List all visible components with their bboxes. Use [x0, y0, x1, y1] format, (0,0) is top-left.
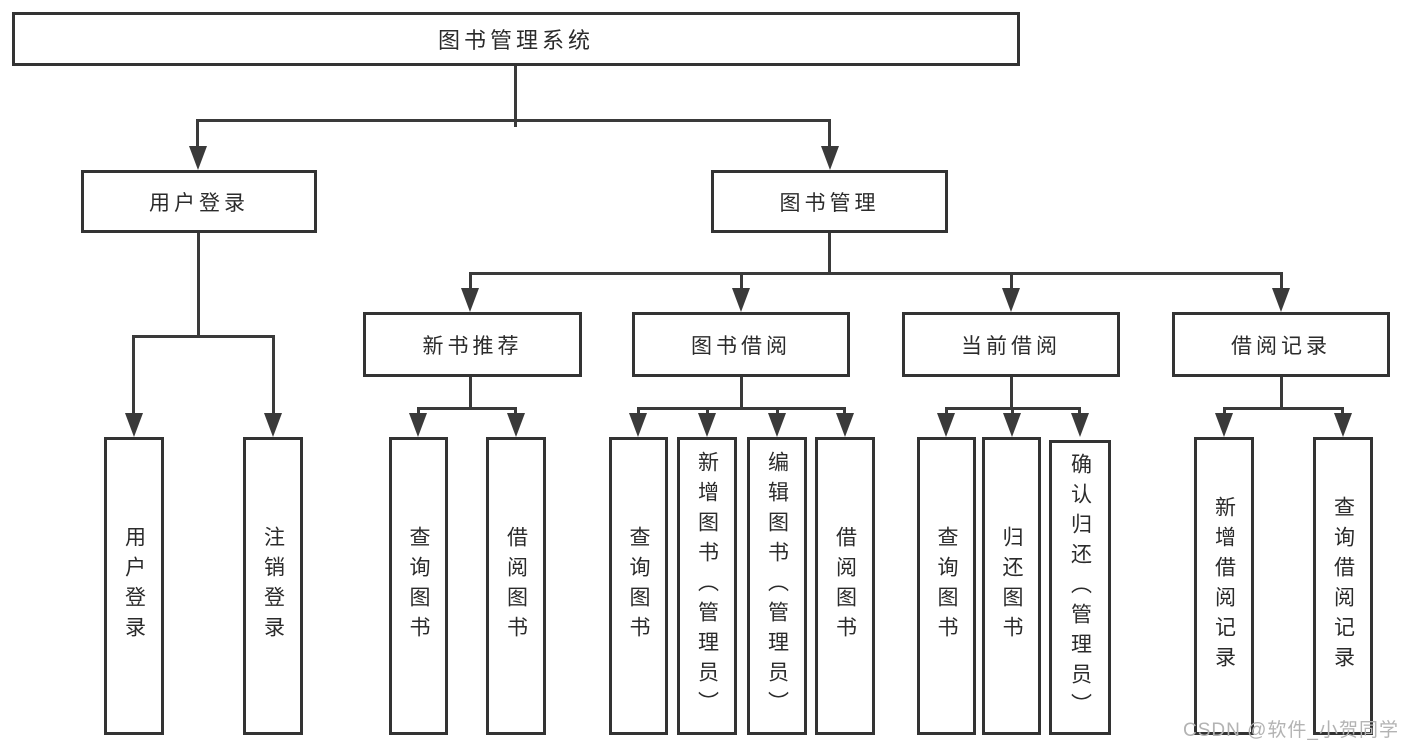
node-label: 注销登录 — [261, 526, 285, 646]
node-borrow-records: 借阅记录 — [1172, 312, 1390, 377]
line-segment — [706, 407, 709, 415]
node-user-login: 用户登录 — [81, 170, 317, 233]
line-segment — [1341, 407, 1344, 415]
line-segment — [1078, 407, 1081, 415]
line-segment — [272, 335, 275, 415]
node-leaf-edit-book-admin: 编辑图书（管理员） — [747, 437, 807, 735]
node-leaf-query-borrow-record: 查询借阅记录 — [1313, 437, 1373, 735]
arrowhead-icon — [409, 413, 427, 437]
node-leaf-borrow-book-1: 借阅图书 — [486, 437, 546, 735]
node-label: 借阅图书 — [833, 526, 857, 646]
arrowhead-icon — [1003, 413, 1021, 437]
node-leaf-return-book: 归还图书 — [982, 437, 1041, 735]
arrowhead-icon — [1334, 413, 1352, 437]
arrowhead-icon — [937, 413, 955, 437]
node-label: 查询图书 — [407, 526, 430, 646]
line-segment — [469, 272, 1282, 275]
node-leaf-query-book-1: 查询图书 — [389, 437, 448, 735]
line-segment — [1010, 272, 1013, 290]
node-label: 编辑图书（管理员） — [765, 451, 789, 721]
line-segment — [417, 407, 517, 410]
node-label: 归还图书 — [1000, 526, 1023, 646]
arrowhead-icon — [264, 413, 282, 437]
node-new-book-recommend: 新书推荐 — [363, 312, 582, 377]
arrowhead-icon — [732, 288, 750, 312]
arrowhead-icon — [189, 146, 207, 170]
arrowhead-icon — [698, 413, 716, 437]
line-segment — [469, 272, 472, 290]
line-segment — [132, 335, 275, 338]
node-leaf-query-book-3: 查询图书 — [917, 437, 976, 735]
node-label: 借阅记录 — [1231, 334, 1331, 358]
node-label: 新增借阅记录 — [1212, 496, 1236, 676]
watermark: CSDN @软件_小贺同学 — [1183, 720, 1399, 741]
node-label: 查询图书 — [935, 526, 958, 646]
line-segment — [740, 375, 743, 410]
line-segment — [1011, 407, 1014, 415]
line-segment — [1280, 375, 1283, 410]
node-leaf-query-book-2: 查询图书 — [609, 437, 668, 735]
line-segment — [828, 231, 831, 275]
arrowhead-icon — [821, 146, 839, 170]
node-root: 图书管理系统 — [12, 12, 1020, 66]
node-label: 新增图书（管理员） — [695, 451, 719, 721]
arrowhead-icon — [1071, 413, 1089, 437]
arrowhead-icon — [1002, 288, 1020, 312]
node-label: 用户登录 — [149, 191, 249, 215]
arrowhead-icon — [507, 413, 525, 437]
line-segment — [637, 407, 846, 410]
node-book-management: 图书管理 — [711, 170, 948, 233]
node-label: 确认归还（管理员） — [1068, 452, 1092, 723]
line-segment — [1010, 375, 1013, 410]
node-leaf-add-book-admin: 新增图书（管理员） — [677, 437, 737, 735]
line-segment — [196, 119, 831, 122]
node-leaf-user-login: 用户登录 — [104, 437, 164, 735]
node-label: 图书管理 — [779, 191, 880, 215]
line-segment — [843, 407, 846, 415]
line-segment — [1223, 407, 1226, 415]
node-label: 当前借阅 — [961, 334, 1061, 358]
line-segment — [740, 272, 743, 290]
line-segment — [514, 64, 517, 127]
node-label: 借阅图书 — [504, 526, 528, 646]
arrowhead-icon — [768, 413, 786, 437]
line-segment — [1223, 407, 1344, 410]
node-book-borrow: 图书借阅 — [632, 312, 850, 377]
node-leaf-logout: 注销登录 — [243, 437, 303, 735]
arrowhead-icon — [1215, 413, 1233, 437]
line-segment — [1280, 272, 1283, 290]
line-segment — [469, 375, 472, 410]
node-leaf-add-borrow-record: 新增借阅记录 — [1194, 437, 1254, 735]
line-segment — [828, 119, 831, 148]
node-leaf-confirm-return-admin: 确认归还（管理员） — [1049, 440, 1111, 735]
line-segment — [196, 119, 199, 148]
node-leaf-borrow-book-2: 借阅图书 — [815, 437, 875, 735]
line-segment — [417, 407, 420, 415]
arrowhead-icon — [629, 413, 647, 437]
line-segment — [776, 407, 779, 415]
arrowhead-icon — [1272, 288, 1290, 312]
arrowhead-icon — [125, 413, 143, 437]
arrowhead-icon — [836, 413, 854, 437]
node-label: 新书推荐 — [422, 334, 523, 358]
arrowhead-icon — [461, 288, 479, 312]
node-label: 图书借阅 — [691, 334, 791, 358]
line-segment — [637, 407, 640, 415]
line-segment — [132, 335, 135, 415]
node-label: 用户登录 — [122, 526, 146, 646]
node-label: 图书管理系统 — [437, 28, 594, 53]
node-label: 查询借阅记录 — [1331, 496, 1355, 676]
line-segment — [197, 231, 200, 338]
node-current-borrow: 当前借阅 — [902, 312, 1120, 377]
line-segment — [514, 407, 517, 415]
line-segment — [945, 407, 948, 415]
node-label: 查询图书 — [627, 526, 650, 646]
